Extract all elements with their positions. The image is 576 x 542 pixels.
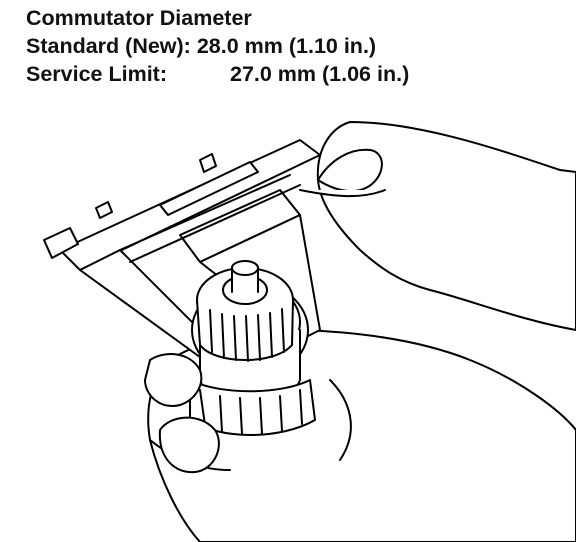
caliper-illustration xyxy=(43,121,576,542)
standard-value: 28.0 mm (1.10 in.) xyxy=(196,34,377,58)
spec-title: Commutator Diameter xyxy=(26,6,252,30)
service-value: 27.0 mm (1.06 in.) xyxy=(229,62,410,86)
standard-row: Standard (New): 28.0 mm (1.10 in.) xyxy=(26,32,409,60)
service-label: Service Limit: xyxy=(26,62,167,86)
standard-label: Standard (New): xyxy=(26,34,191,58)
spec-block: Commutator Diameter Standard (New): 28.0… xyxy=(26,4,409,88)
fingers xyxy=(144,353,220,474)
upper-hand xyxy=(299,121,576,331)
service-row: Service Limit: 27.0 mm (1.06 in.) xyxy=(26,60,409,88)
armature xyxy=(189,260,316,436)
